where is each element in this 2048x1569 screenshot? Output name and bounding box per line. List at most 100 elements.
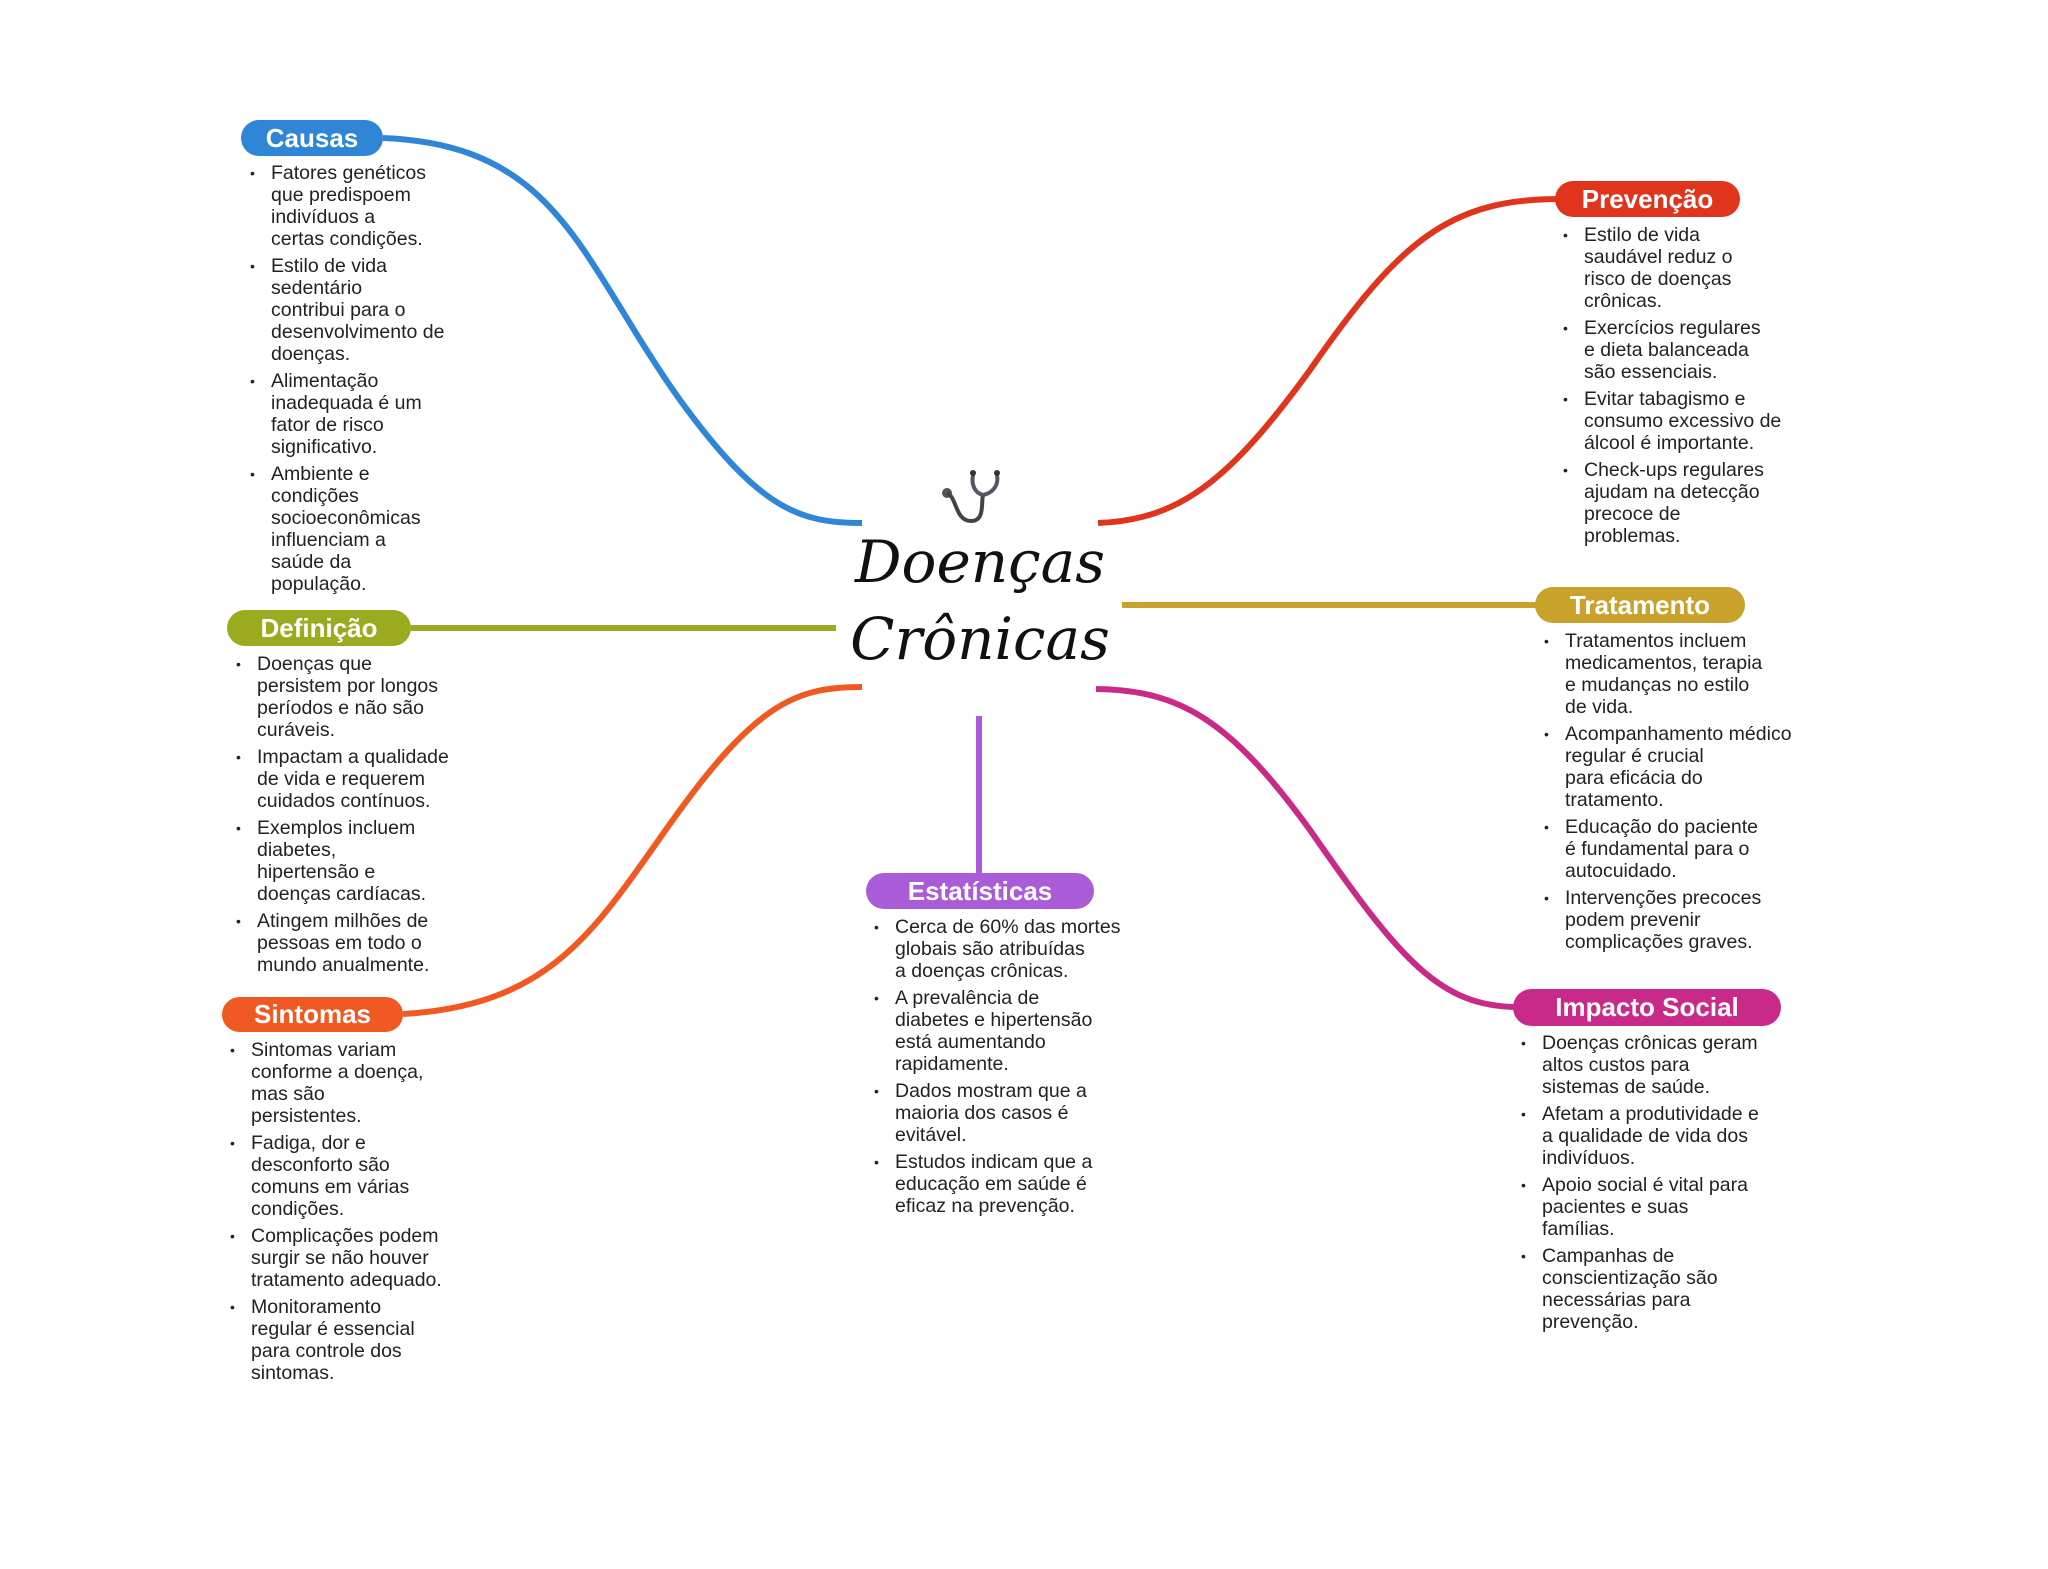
list-item-line: Dados mostram que a bbox=[895, 1080, 1087, 1102]
topic-estatisticas[interactable]: Estatísticas bbox=[866, 873, 1094, 909]
list-item-line: Intervenções precoces bbox=[1565, 887, 1762, 909]
list-item-line: e dieta balanceada bbox=[1584, 339, 1749, 361]
list-item-line: educação em saúde é bbox=[895, 1173, 1087, 1195]
list-item-line: Check-ups regulares bbox=[1584, 459, 1764, 481]
list-item-line: Doenças que bbox=[257, 653, 372, 675]
list-item-line: Estilo de vida bbox=[271, 255, 387, 277]
topic-definicao[interactable]: Definição bbox=[227, 610, 411, 646]
list-item-line: influenciam a bbox=[271, 529, 386, 551]
list-item-line: Doenças crônicas geram bbox=[1542, 1032, 1758, 1054]
list-item-line: regular é crucial bbox=[1565, 745, 1704, 767]
list-item-line: é fundamental para o bbox=[1565, 838, 1750, 860]
list-item-line: Impactam a qualidade bbox=[257, 746, 449, 768]
list-item-line: pessoas em todo o bbox=[257, 932, 422, 954]
list-item-line: Exercícios regulares bbox=[1584, 317, 1761, 339]
topic-sintomas[interactable]: Sintomas bbox=[222, 997, 403, 1032]
list-item-line: prevenção. bbox=[1542, 1311, 1639, 1333]
list-item-line: álcool é importante. bbox=[1584, 432, 1755, 454]
list-item-line: tratamento adequado. bbox=[251, 1269, 442, 1291]
list-item-line: risco de doenças bbox=[1584, 268, 1732, 290]
list-item-line: para controle dos bbox=[251, 1340, 402, 1362]
list-item-line: a doenças crônicas. bbox=[895, 960, 1069, 982]
list-item-line: surgir se não houver bbox=[251, 1247, 429, 1269]
list-item-line: ajudam na detecção bbox=[1584, 481, 1760, 503]
list-item-line: diabetes e hipertensão bbox=[895, 1009, 1093, 1031]
list-item-line: sedentário bbox=[271, 277, 363, 299]
topic-label: Definição bbox=[260, 612, 378, 643]
topic-label: Tratamento bbox=[1569, 589, 1711, 620]
list-item-line: Educação do paciente bbox=[1565, 816, 1758, 838]
list-item-line: de vida. bbox=[1565, 696, 1634, 718]
list-item-line: precoce de bbox=[1584, 503, 1681, 525]
list-item-line: globais são atribuídas bbox=[895, 938, 1085, 960]
list-item-line: problemas. bbox=[1584, 525, 1681, 547]
list-item-line: fator de risco bbox=[271, 414, 384, 436]
list-item-line: significativo. bbox=[271, 436, 378, 458]
list-item-line: comuns em várias bbox=[251, 1176, 410, 1198]
list-item-line: indivíduos a bbox=[271, 206, 376, 228]
list-item-line: Evitar tabagismo e bbox=[1584, 388, 1746, 410]
list-item-line: mas são bbox=[251, 1083, 325, 1105]
list-item-line: condições. bbox=[251, 1198, 345, 1220]
list-item-line: Ambiente e bbox=[271, 463, 370, 485]
list-item-line: está aumentando bbox=[895, 1031, 1046, 1053]
list-item-line: diabetes, bbox=[257, 839, 337, 861]
list-item-line: Estilo de vida bbox=[1584, 224, 1700, 246]
list-item-line: regular é essencial bbox=[251, 1318, 415, 1340]
list-item-line: saudável reduz o bbox=[1584, 246, 1733, 268]
list-item-line: certas condições. bbox=[271, 228, 423, 250]
list-item-line: medicamentos, terapia bbox=[1565, 652, 1763, 674]
list-item-line: indivíduos. bbox=[1542, 1147, 1636, 1169]
list-item-line: eficaz na prevenção. bbox=[895, 1195, 1075, 1217]
list-item-line: doenças. bbox=[271, 343, 351, 365]
list-item-line: condições bbox=[271, 485, 359, 507]
list-item-line: períodos e não são bbox=[257, 697, 424, 719]
list-item-line: Afetam a produtividade e bbox=[1542, 1103, 1759, 1125]
list-item-line: desconforto são bbox=[251, 1154, 390, 1176]
central-topic-line2: Crônicas bbox=[850, 605, 1110, 673]
topic-prevencao[interactable]: Prevenção bbox=[1555, 181, 1740, 217]
list-item-line: Estudos indicam que a bbox=[895, 1151, 1093, 1173]
list-item: Afetam a produtividade ea qualidade de v… bbox=[1519, 1103, 1759, 1169]
list-item-line: Campanhas de bbox=[1542, 1245, 1675, 1267]
topic-tratamento[interactable]: Tratamento bbox=[1535, 587, 1745, 623]
list-item-line: são essenciais. bbox=[1584, 361, 1718, 383]
topic-impacto-social[interactable]: Impacto Social bbox=[1513, 989, 1781, 1026]
list-item-line: saúde da bbox=[271, 551, 352, 573]
list-item-line: hipertensão e bbox=[257, 861, 376, 883]
list-item-line: cuidados contínuos. bbox=[257, 790, 431, 812]
connector-causas bbox=[382, 135, 863, 526]
list-item-line: doenças cardíacas. bbox=[257, 883, 427, 905]
list-item-line: conscientização são bbox=[1542, 1267, 1718, 1289]
list-item-line: que predispoem bbox=[271, 184, 411, 206]
connector-impacto bbox=[1095, 686, 1519, 1010]
list-item-line: para eficácia do bbox=[1565, 767, 1703, 789]
list-item-line: sintomas. bbox=[251, 1362, 335, 1384]
topic-causas[interactable]: Causas bbox=[241, 120, 383, 156]
list-item-line: Exemplos incluem bbox=[257, 817, 416, 839]
list-item-line: contribui para o bbox=[271, 299, 406, 321]
